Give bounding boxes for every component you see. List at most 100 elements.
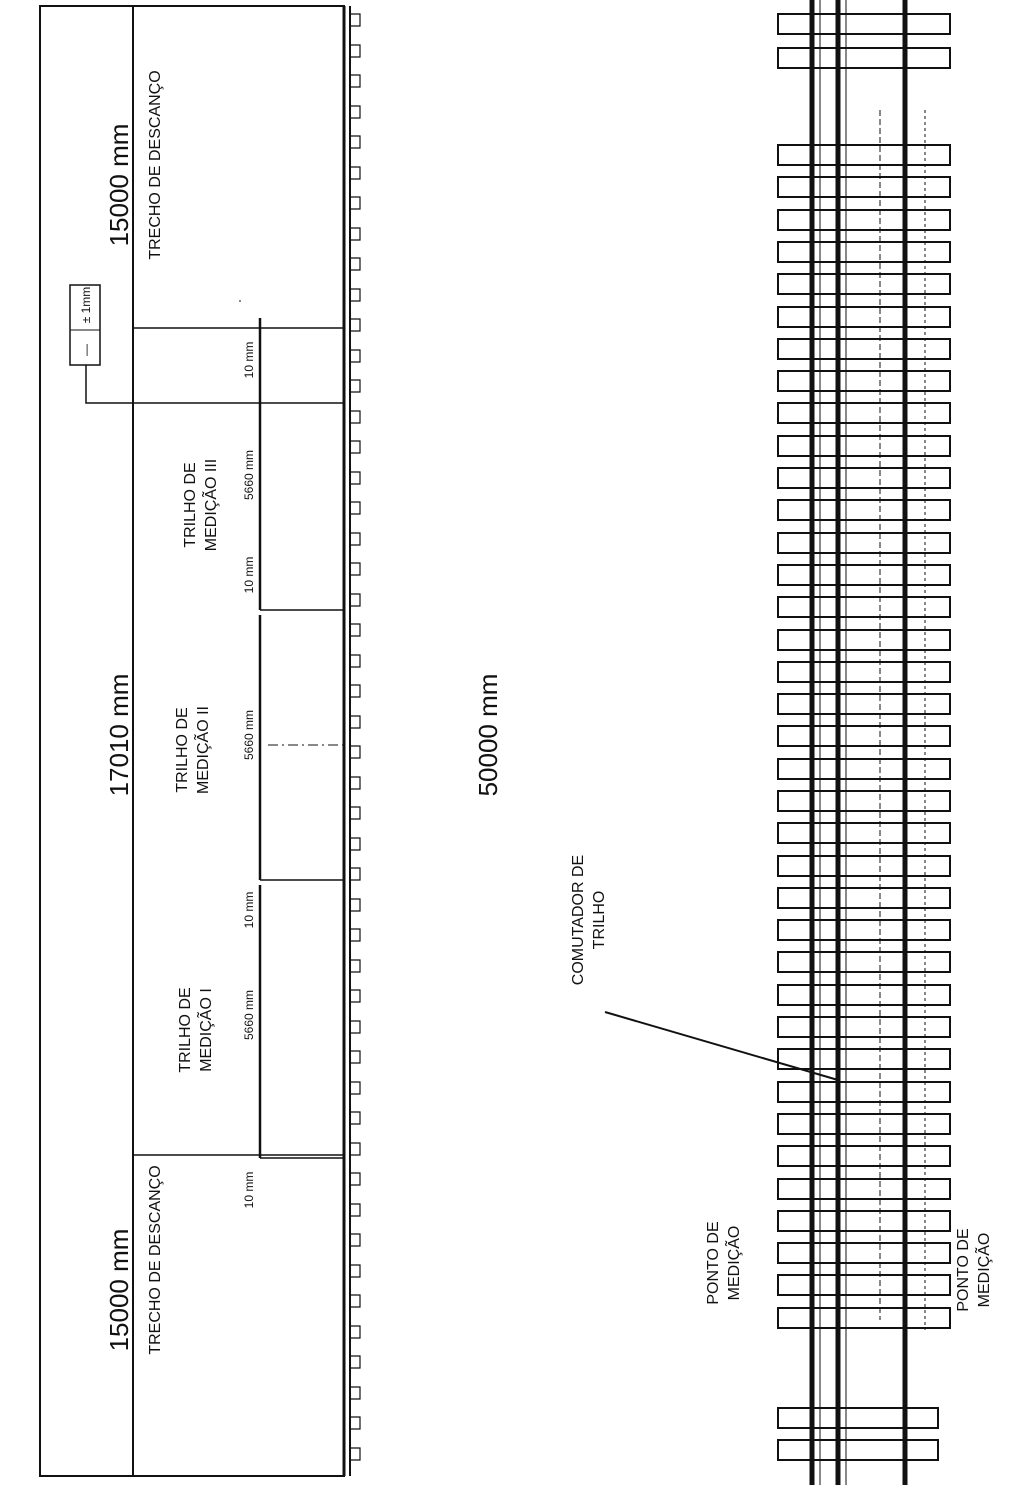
sleeper (777, 1307, 951, 1329)
measure-point-right-line1: PONTO DE (955, 1228, 972, 1311)
sleeper (777, 241, 951, 263)
sleeper (777, 1242, 951, 1264)
strip-tick (350, 837, 361, 851)
rail-strip (342, 6, 361, 1476)
strip-tick (350, 1081, 361, 1095)
strip-tick (350, 379, 361, 393)
strip-tick (350, 1203, 361, 1217)
strip-tick (350, 867, 361, 881)
strip-tick (350, 13, 361, 27)
strip-tick (350, 410, 361, 424)
strip-tick (350, 1447, 361, 1461)
sleeper (777, 887, 951, 909)
strip-tick (350, 532, 361, 546)
rail-ii-line1: TRILHO DE (174, 707, 191, 792)
sleeper (777, 693, 951, 715)
table-outer-border (39, 5, 345, 1477)
sleeper (777, 855, 951, 877)
sleeper (777, 306, 951, 328)
sleeper (777, 564, 951, 586)
left-panel-text: 50000 mm 15000 mm TRECHO DE DESCANÇO 170… (79, 70, 503, 1354)
sleeper (777, 1113, 951, 1135)
sleeper (777, 338, 951, 360)
sleeper (777, 209, 951, 231)
strip-tick (350, 1355, 361, 1369)
measure-point-left-line1: PONTO DE (705, 1221, 722, 1304)
sleeper (777, 402, 951, 424)
sleeper (777, 822, 951, 844)
track-drawing (604, 0, 951, 1485)
strip-tick (350, 989, 361, 1003)
rail-iii-length: 5660 mm (242, 450, 256, 500)
left-rest-label: TRECHO DE DESCANÇO (147, 1165, 164, 1354)
strip-tick (350, 105, 361, 119)
sleeper (777, 176, 951, 198)
strip-tick (350, 1233, 361, 1247)
sleeper (777, 661, 951, 683)
rail-ii-length: 5660 mm (242, 710, 256, 760)
strip-tick (350, 1294, 361, 1308)
rail-i-line1: TRILHO DE (177, 987, 194, 1072)
sleeper (777, 790, 951, 812)
right-rest-length: 15000 mm (104, 124, 134, 247)
rail-ii-line2: MEDIÇÃO II (192, 706, 212, 794)
strip-tick (350, 745, 361, 759)
strip-tick (350, 1172, 361, 1186)
sleeper (777, 1210, 951, 1232)
strip-tick (350, 166, 361, 180)
tolerance-symbol: — (79, 344, 93, 356)
strip-tick (350, 593, 361, 607)
strip-tick (350, 562, 361, 576)
strip-tick (350, 1325, 361, 1339)
strip-tick (350, 715, 361, 729)
strip-tick (350, 1386, 361, 1400)
dimension-table (39, 5, 345, 1477)
measure-point-left-line2: MEDIÇÃO (723, 1226, 743, 1301)
sleeper (777, 1439, 939, 1461)
middle-length: 17010 mm (104, 674, 134, 797)
sleeper (777, 596, 951, 618)
strip-tick (350, 1142, 361, 1156)
strip-tick (350, 227, 361, 241)
sleeper (777, 273, 951, 295)
tolerance-leader (85, 365, 260, 404)
sleeper (777, 951, 951, 973)
sleeper (777, 467, 951, 489)
switch-label-line2: TRILHO (591, 891, 608, 950)
switch-leader (604, 1011, 839, 1081)
rail-iii-line1: TRILHO DE (182, 462, 199, 547)
right-rest-label: TRECHO DE DESCANÇO (147, 70, 164, 259)
strip-tick (350, 1416, 361, 1430)
tolerance-box (69, 284, 101, 366)
sleeper (777, 144, 951, 166)
switch-label-line1: COMUTADOR DE (570, 855, 587, 985)
sleeper (777, 1081, 951, 1103)
sleeper (777, 1178, 951, 1200)
strip-tick (350, 1050, 361, 1064)
strip-tick (350, 1264, 361, 1278)
sleeper (777, 13, 951, 35)
strip-tick (350, 654, 361, 668)
strip-tick (350, 318, 361, 332)
gap-label: 10 mm (242, 892, 256, 929)
sleeper (777, 984, 951, 1006)
strip-tick (350, 928, 361, 942)
gap-label: 10 mm (242, 557, 256, 594)
strip-tick (350, 471, 361, 485)
strip-tick (350, 288, 361, 302)
measure-point-right-line2: MEDIÇÃO (973, 1233, 993, 1308)
tolerance-value: ± 1mm (79, 287, 93, 324)
strip-tick (350, 44, 361, 58)
strip-tick (350, 501, 361, 515)
strip-tick (350, 776, 361, 790)
strip-tick (350, 349, 361, 363)
sleeper (777, 1048, 951, 1070)
sleeper (777, 370, 951, 392)
sleeper (777, 435, 951, 457)
strip-tick (350, 257, 361, 271)
sleeper (777, 532, 951, 554)
sleeper (777, 1016, 951, 1038)
strip-tick (350, 74, 361, 88)
sleeper (777, 499, 951, 521)
